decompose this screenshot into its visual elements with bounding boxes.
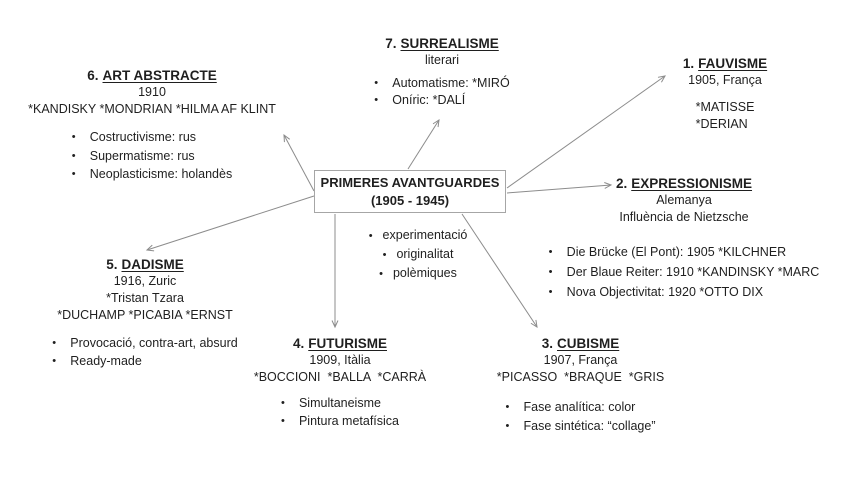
central-bullet-text: originalitat xyxy=(396,247,454,261)
bullet-icon: • xyxy=(379,268,383,280)
artist-line: *BOCCIONI *BALLA *CARRÀ xyxy=(253,370,427,384)
node-bullet-list: •Costructivisme: rus •Supermatisme: rus … xyxy=(72,128,232,184)
bullet-icon: • xyxy=(548,246,553,258)
arrow-to-dadisme xyxy=(145,195,315,252)
bullet-icon: • xyxy=(280,415,285,427)
node-number: 5. xyxy=(106,257,118,272)
central-topic-line1: PRIMERES AVANTGUARDES xyxy=(320,174,500,190)
bullet-icon: • xyxy=(374,77,379,89)
node-art-abstracte: 6.ART ABSTRACTE 1910 *KANDISKY *MONDRIAN… xyxy=(2,68,302,184)
bullet-icon: • xyxy=(505,420,510,432)
node-subtitle: 1909, Itàlia xyxy=(309,353,371,367)
bullet-item: •Die Brücke (El Pont): 1905 *KILCHNER xyxy=(549,242,820,262)
node-surrealisme-title: 7.SURREALISME xyxy=(332,36,552,52)
bullet-item: •Oníric: *DALÍ xyxy=(374,93,466,107)
node-fauvisme: 1.FAUVISME 1905, França *MATISSE *DERIAN xyxy=(645,56,805,133)
node-bullet-list: •Automatisme: *MIRÓ •Oníric: *DALÍ xyxy=(374,75,509,109)
node-number: 3. xyxy=(541,336,553,351)
central-bullet-text: experimentació xyxy=(382,228,468,242)
bullet-item: •Automatisme: *MIRÓ xyxy=(374,76,510,90)
node-expressionisme: 2.EXPRESSIONISME Alemanya Influència de … xyxy=(520,176,848,302)
node-bullet-list: •Fase analítica: color •Fase sintética: … xyxy=(505,398,655,436)
node-cubisme: 3. CUBISME 1907, França *PICASSO *BRAQUE … xyxy=(478,336,683,436)
node-name: SURREALISME xyxy=(400,36,499,51)
bullet-icon: • xyxy=(52,355,57,367)
node-name: FUTURISME xyxy=(308,336,387,351)
bullet-item: •Costructivisme: rus xyxy=(72,128,232,147)
bullet-icon: • xyxy=(71,149,76,162)
artist-line: *PICASSO *BRAQUE *GRIS xyxy=(496,370,665,384)
bullet-item: •Simultaneisme xyxy=(280,396,381,410)
artist-line: *DERIAN xyxy=(695,117,748,131)
node-subtitle: literari xyxy=(424,53,460,67)
node-cubisme-title: 3. CUBISME xyxy=(478,336,683,352)
bullet-icon: • xyxy=(548,286,553,298)
bullet-icon: • xyxy=(374,94,379,106)
node-futurisme-title: 4.FUTURISME xyxy=(240,336,440,352)
node-dadisme-title: 5.DADISME xyxy=(20,257,270,273)
node-surrealisme: 7.SURREALISME literari •Automatisme: *MI… xyxy=(332,36,552,109)
central-bullet-row: • polèmiques xyxy=(330,264,506,283)
artist-line: *Tristan Tzara xyxy=(106,291,184,305)
bullet-icon: • xyxy=(505,401,510,413)
node-futurisme: 4.FUTURISME 1909, Itàlia *BOCCIONI *BALL… xyxy=(240,336,440,430)
node-number: 1. xyxy=(682,56,695,71)
node-number: 4. xyxy=(292,336,305,351)
node-subtitle: 1905, França xyxy=(688,73,762,87)
bullet-item: •Neoplasticisme: holandès xyxy=(72,165,232,184)
node-name: FAUVISME xyxy=(698,56,768,71)
node-name: DADISME xyxy=(121,257,184,272)
bullet-icon: • xyxy=(71,168,76,180)
node-bullet-list: •Provocació, contra-art, absurd •Ready-m… xyxy=(52,334,237,370)
artist-line: *KANDISKY *MONDRIAN *HILMA AF KLINT xyxy=(28,102,276,116)
node-name: EXPRESSIONISME xyxy=(631,176,753,191)
bullet-item: •Der Blaue Reiter: 1910 *KANDINSKY *MARC xyxy=(549,262,820,282)
central-bullet-row: • experimentació xyxy=(330,226,506,245)
node-artists: *MATISSE *DERIAN xyxy=(696,99,755,133)
artist-line: *DUCHAMP *PICABIA *ERNST xyxy=(57,308,233,322)
bullet-icon: • xyxy=(52,337,57,349)
node-number: 7. xyxy=(385,36,397,51)
node-number: 2. xyxy=(615,176,628,191)
bullet-item: •Pintura metafísica xyxy=(280,414,400,428)
bullet-icon: • xyxy=(382,249,387,261)
node-number: 6. xyxy=(87,68,99,83)
central-topic-line2: (1905 - 1945) xyxy=(370,192,450,208)
arrow-to-surrealisme xyxy=(407,118,440,170)
central-bullet-row: • originalitat xyxy=(330,245,506,264)
node-name: ART ABSTRACTE xyxy=(102,68,217,83)
bullet-icon: • xyxy=(368,230,373,242)
node-dadisme: 5.DADISME 1916, Zuric *Tristan Tzara *DU… xyxy=(20,257,270,370)
node-subtitle: Influència de Nietzsche xyxy=(619,210,749,224)
bullet-item: •Ready-made xyxy=(52,354,142,368)
bullet-item: •Fase sintética: “collage” xyxy=(505,417,655,436)
bullet-item: •Nova Objectivitat: 1920 *OTTO DIX xyxy=(549,282,820,302)
node-subtitle: 1907, França xyxy=(543,353,618,367)
central-topic-box: PRIMERES AVANTGUARDES (1905 - 1945) xyxy=(314,170,506,213)
bullet-item: •Supermatisme: rus xyxy=(72,147,232,166)
bullet-icon: • xyxy=(280,397,285,409)
node-subtitle: 1910 xyxy=(138,85,166,99)
node-expressionisme-title: 2.EXPRESSIONISME xyxy=(520,176,848,192)
node-art-abstracte-title: 6.ART ABSTRACTE xyxy=(2,68,302,84)
node-fauvisme-title: 1.FAUVISME xyxy=(645,56,805,72)
node-name: CUBISME xyxy=(557,336,620,351)
bullet-item: •Fase analítica: color xyxy=(505,398,655,417)
artist-line: *MATISSE xyxy=(695,100,755,114)
bullet-icon: • xyxy=(548,266,553,278)
central-bullet-text: polèmiques xyxy=(392,266,457,280)
bullet-icon: • xyxy=(71,131,76,143)
node-subtitle: Alemanya xyxy=(656,193,712,207)
node-subtitle: 1916, Zuric xyxy=(113,274,177,288)
bullet-item: •Provocació, contra-art, absurd xyxy=(52,336,238,350)
central-bullets: • experimentació • originalitat • polèmique… xyxy=(330,226,506,283)
node-bullet-list: •Simultaneisme •Pintura metafísica xyxy=(281,394,399,430)
node-bullet-list: •Die Brücke (El Pont): 1905 *KILCHNER •D… xyxy=(549,242,820,302)
